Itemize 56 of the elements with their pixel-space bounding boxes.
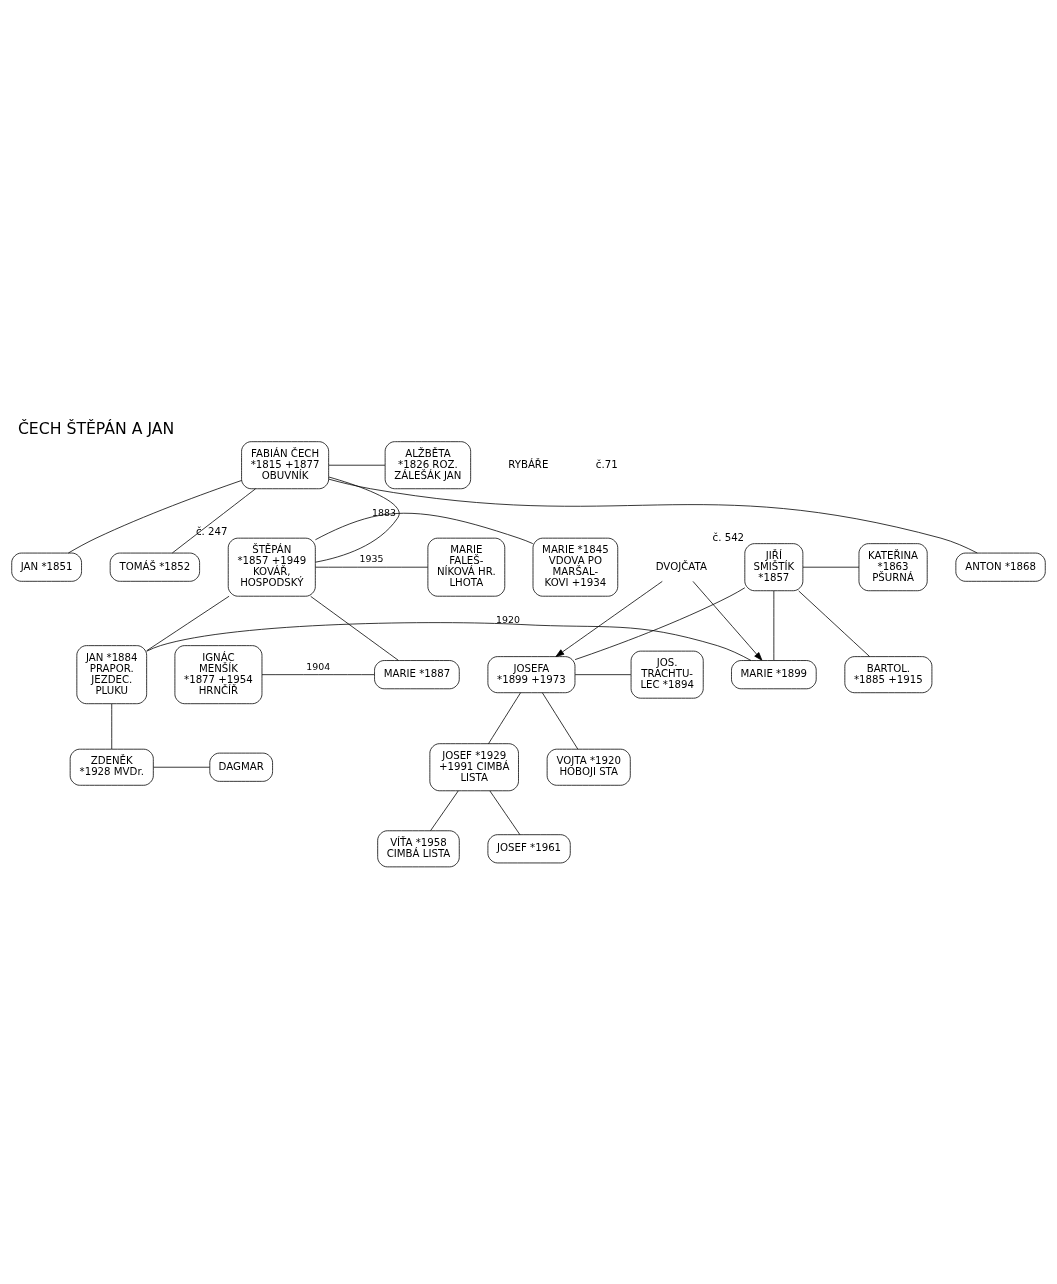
connector bbox=[261, 673, 375, 675]
node-box: DAGMAR bbox=[209, 752, 273, 782]
connector bbox=[430, 790, 459, 831]
node-box: JOS. TRACHTU- LEC *1894 bbox=[630, 650, 704, 699]
connector bbox=[146, 621, 752, 661]
label: č.71 bbox=[595, 458, 618, 470]
node-box: KATEŘINA *1863 PŠURNÁ bbox=[858, 542, 928, 591]
connector bbox=[489, 790, 521, 835]
node-box: ALŽBĚTA *1826 ROZ. ZÁLEŠÁK JAN bbox=[384, 440, 472, 489]
connector bbox=[328, 478, 978, 553]
node-box: MARIE FALEŠ- NÍKOVÁ HR. LHOTA bbox=[427, 537, 506, 597]
node-box: JOSEF *1929 +1991 CIMBÁ LISTA bbox=[429, 742, 519, 791]
node-box: ŠTĚPÁN *1857 +1949 KOVÁŘ, HOSPODSKÝ bbox=[227, 537, 316, 597]
connector bbox=[315, 476, 400, 563]
node-box: BARTOL. *1885 +1915 bbox=[844, 655, 933, 693]
node-box: ZDENĚK *1928 MVDr. bbox=[69, 748, 154, 786]
edge-label: 1883 bbox=[371, 506, 396, 518]
node-box: VÍŤA *1958 CIMBÁ LISTA bbox=[377, 829, 460, 867]
connector bbox=[111, 702, 113, 749]
node-box: JOSEFA *1899 +1973 bbox=[487, 655, 576, 693]
node-box: JAN *1884 PRAPOR. JEZDEC. PLUKU bbox=[76, 644, 148, 704]
connector bbox=[798, 590, 870, 657]
connector bbox=[310, 595, 399, 661]
connector bbox=[488, 691, 521, 744]
connector bbox=[773, 590, 775, 661]
node-label: č. 542 bbox=[712, 531, 745, 543]
connector bbox=[574, 586, 746, 660]
label: RYBÁŘE bbox=[508, 458, 549, 470]
node-box: JIŘÍ SMIŠTÍK *1857 bbox=[744, 542, 804, 591]
edge-label: 1935 bbox=[359, 552, 384, 564]
node-box: TOMÁŠ *1852 bbox=[109, 552, 200, 582]
arrow bbox=[555, 580, 663, 657]
connector bbox=[146, 595, 230, 651]
connector bbox=[574, 673, 632, 675]
node-box: FABIÁN ČECH *1815 +1877 OBUVNÍK bbox=[241, 440, 330, 489]
connector bbox=[153, 766, 211, 768]
arrow bbox=[692, 580, 763, 661]
node-box: JOSEF *1961 bbox=[487, 833, 571, 863]
node-box: JAN *1851 bbox=[11, 552, 82, 582]
connector bbox=[328, 464, 386, 466]
connector bbox=[68, 479, 242, 553]
connector bbox=[171, 487, 256, 553]
edge-label: 1904 bbox=[306, 660, 331, 672]
node-box: VOJTA *1920 HOBOJI STA bbox=[546, 748, 631, 786]
node-box: MARIE *1899 bbox=[731, 659, 817, 689]
node-box: MARIE *1845 VDOVA PO MARŠAL- KOVI +1934 bbox=[532, 537, 619, 597]
node-box: MARIE *1887 bbox=[374, 659, 460, 689]
edge-label: 1920 bbox=[495, 613, 520, 625]
connector bbox=[802, 566, 860, 568]
connector bbox=[541, 691, 579, 750]
node-box: ANTON *1868 bbox=[955, 552, 1046, 582]
diagram-title: ČECH ŠTĚPÁN A JAN bbox=[17, 418, 175, 438]
connector bbox=[315, 566, 429, 568]
connector bbox=[315, 512, 534, 544]
node-text: DVOJČATA bbox=[655, 560, 707, 572]
node-box: IGNÁC MENŠÍK *1877 +1954 HRNČÍŘ bbox=[174, 644, 263, 704]
